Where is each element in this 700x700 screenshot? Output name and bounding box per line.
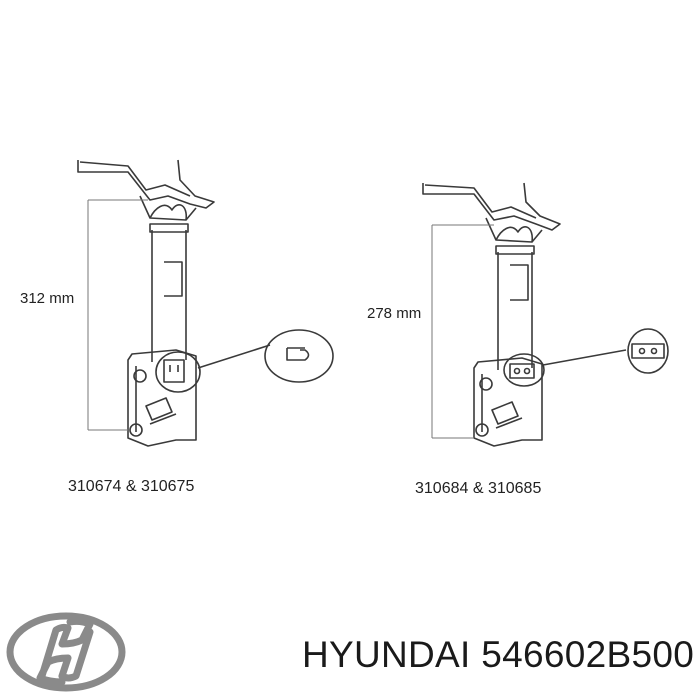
- hyundai-logo-icon: [6, 612, 126, 692]
- right-dimension-line: [431, 224, 494, 439]
- right-strut-drawing: [422, 182, 669, 447]
- product-title: HYUNDAI 546602B500: [302, 634, 695, 675]
- left-strut-drawing: [77, 159, 334, 447]
- left-dimension-label: 312 mm: [20, 290, 75, 307]
- left-dimension-line: [87, 199, 148, 431]
- left-part-numbers: 310674 & 310675: [68, 478, 195, 495]
- right-part-numbers: 310684 & 310685: [415, 480, 542, 497]
- right-dimension-label: 278 mm: [367, 305, 422, 322]
